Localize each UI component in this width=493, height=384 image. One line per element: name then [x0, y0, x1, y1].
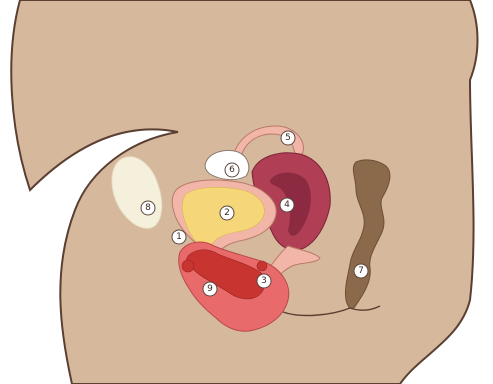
svg-text:2: 2: [224, 208, 230, 218]
vaginal-opening: [257, 261, 267, 271]
label-5: 5: [281, 131, 295, 145]
label-2: 2: [220, 206, 234, 220]
label-4: 4: [280, 198, 294, 212]
svg-text:8: 8: [145, 203, 151, 213]
label-6: 6: [225, 163, 239, 177]
svg-text:1: 1: [176, 232, 182, 242]
label-1: 1: [172, 230, 186, 244]
svg-text:5: 5: [285, 133, 291, 143]
svg-text:7: 7: [358, 266, 364, 276]
svg-text:9: 9: [207, 284, 213, 294]
svg-text:4: 4: [284, 200, 290, 210]
svg-text:3: 3: [261, 276, 267, 286]
clitoris: [182, 260, 194, 272]
label-3: 3: [257, 274, 271, 288]
svg-text:6: 6: [229, 165, 235, 175]
label-9: 9: [203, 282, 217, 296]
label-7: 7: [354, 264, 368, 278]
label-8: 8: [141, 201, 155, 215]
